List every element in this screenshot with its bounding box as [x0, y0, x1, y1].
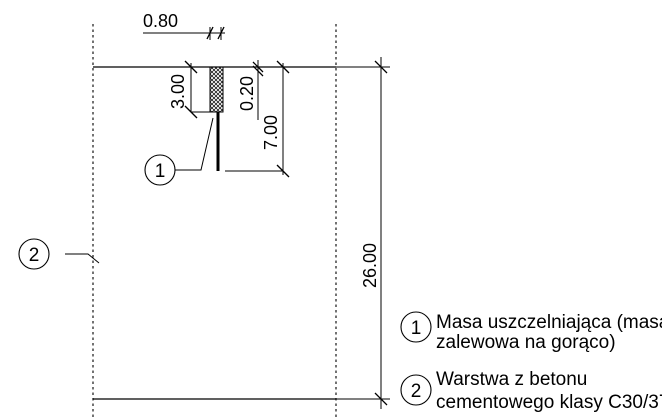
dim-joint-width: 0.80	[143, 11, 178, 31]
legend-1-num: 1	[411, 318, 422, 339]
legend-item-2: 2 Warstwa z betonu cementowego klasy C30…	[400, 369, 662, 413]
dim-slab-thickness: 26.00	[360, 243, 380, 288]
legend-item-1: 1 Masa uszczelniająca (masa zalewowa na …	[400, 311, 662, 353]
legend-1-line2: zalewowa na gorąco)	[436, 332, 616, 353]
sealant-fill	[209, 66, 224, 113]
marker-2-label: 2	[29, 245, 40, 266]
marker-1-leader	[175, 117, 214, 171]
dim-tick	[252, 65, 264, 77]
marker-2-leader	[65, 253, 100, 264]
legend-2-circle	[400, 374, 432, 406]
dim-cut-depth: 7.00	[261, 115, 281, 150]
dim-tick	[374, 60, 388, 74]
marker-2-circle	[18, 238, 50, 270]
legend-2-num: 2	[411, 381, 422, 402]
dim-tick	[276, 60, 290, 74]
marker-1-label: 1	[155, 161, 166, 182]
dim-tick	[184, 60, 198, 74]
legend-2-line2: cementowego klasy C30/37	[436, 392, 662, 413]
legend: 1 Masa uszczelniająca (masa zalewowa na …	[400, 311, 662, 413]
dim-tick	[252, 61, 264, 73]
legend-1-line1: Masa uszczelniająca (masa	[436, 312, 662, 333]
dim-tick	[374, 392, 388, 406]
dim-gap: 0.20	[237, 76, 257, 111]
legend-2-line1: Warstwa z betonu	[436, 369, 587, 390]
dim-seal-depth: 3.00	[168, 74, 188, 109]
legend-1-circle	[400, 311, 432, 343]
